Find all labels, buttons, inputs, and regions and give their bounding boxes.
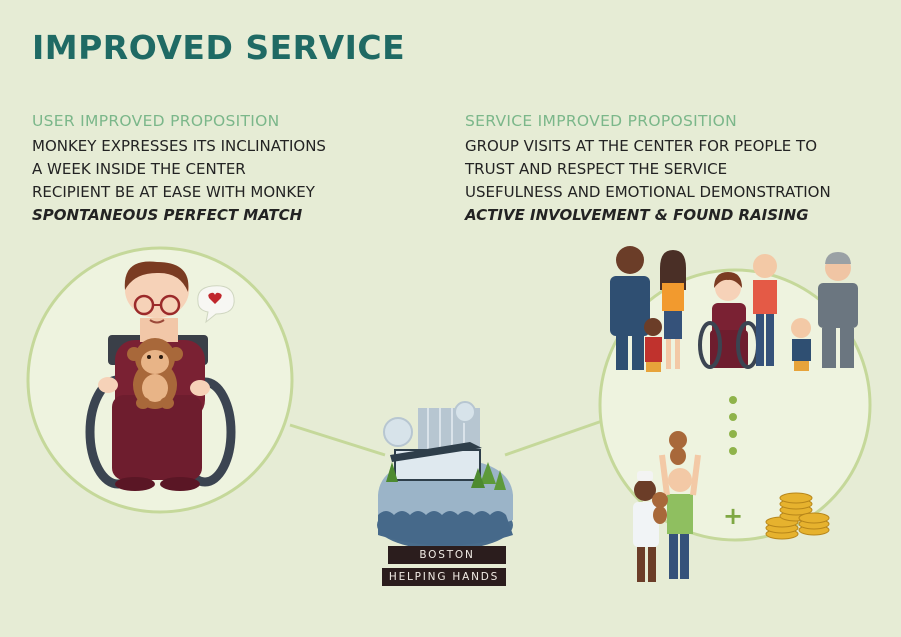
volunteers-with-monkeys-figure xyxy=(633,431,701,582)
center-label-line2: HELPING HANDS xyxy=(382,568,506,586)
user-proposition-heading: USER IMPROVED PROPOSITION xyxy=(32,112,280,130)
helping-hands-center-building xyxy=(377,401,513,550)
page-title: IMPROVED SERVICE xyxy=(32,28,406,67)
connector-line-right xyxy=(504,418,606,457)
visitors-group-figure xyxy=(610,246,858,372)
user-line: MONKEY EXPRESSES ITS INCLINATIONS xyxy=(32,137,326,155)
user-line: RECIPIENT BE AT EASE WITH MONKEY xyxy=(32,183,315,201)
service-emphasis: ACTIVE INVOLVEMENT & FOUND RAISING xyxy=(465,206,809,224)
service-proposition-heading: SERVICE IMPROVED PROPOSITION xyxy=(465,112,738,130)
ellipsis-dots-icon xyxy=(729,396,737,455)
service-line: USEFULNESS AND EMOTIONAL DEMONSTRATION xyxy=(465,183,831,201)
center-label-line1: BOSTON xyxy=(388,546,506,564)
plus-sign: + xyxy=(723,502,743,530)
monkey-figure xyxy=(127,338,183,409)
service-proposition: SERVICE IMPROVED PROPOSITION GROUP VISIT… xyxy=(465,112,895,227)
coin-stack-icon xyxy=(765,492,830,540)
user-line: A WEEK INSIDE THE CENTER xyxy=(32,160,246,178)
heart-speech-bubble-icon xyxy=(197,285,235,324)
connector-line-left xyxy=(289,423,386,457)
service-line: TRUST AND RESPECT THE SERVICE xyxy=(465,160,728,178)
service-line: GROUP VISITS AT THE CENTER FOR PEOPLE TO xyxy=(465,137,818,155)
user-proposition: USER IMPROVED PROPOSITION MONKEY EXPRESS… xyxy=(32,112,432,227)
user-emphasis: SPONTANEOUS PERFECT MATCH xyxy=(32,206,303,224)
